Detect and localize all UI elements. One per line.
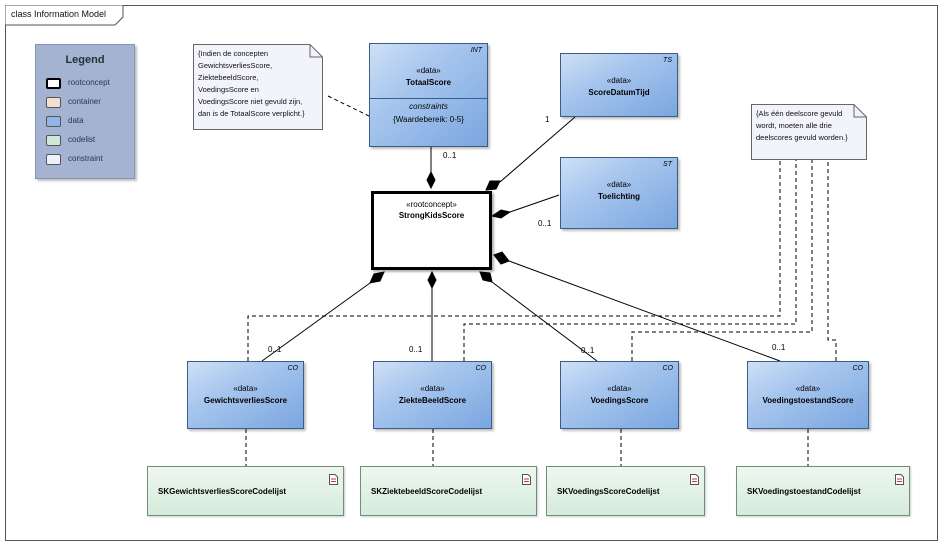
class-toelichting[interactable]: ST «data» Toelichting: [560, 157, 678, 229]
multiplicity-scoredatumtijd: 1: [545, 115, 550, 124]
assoc-scoredatumtijd: [499, 116, 576, 183]
codelist-voedingstoestand[interactable]: SKVoedingstoestandCodelijst: [736, 466, 910, 516]
diamond-ziektebeeld: [427, 270, 437, 290]
class-name: ScoreDatumTijd: [588, 88, 650, 97]
class-stereotype: «data»: [416, 66, 441, 75]
type-tag: CO: [287, 365, 299, 372]
codelist-doc-icon: [895, 474, 904, 485]
note-line: wordt, moeten alle drie: [756, 121, 832, 130]
class-name: ZiekteBeeldScore: [398, 396, 467, 405]
multiplicity-toelichting: 0..1: [538, 219, 552, 228]
class-totaalscore[interactable]: INT «data» TotaalScore constraints {Waar…: [369, 43, 488, 147]
codelist-gewichtsverlies[interactable]: SKGewichtsverliesScoreCodelijst: [147, 466, 344, 516]
codelist-name: SKGewichtsverliesScoreCodelijst: [158, 486, 287, 496]
codelist-doc-icon: [690, 474, 699, 485]
assoc-voedings: [491, 281, 598, 362]
multiplicity-totaalscore: 0..1: [443, 151, 457, 160]
class-stereotype: «data»: [233, 384, 258, 393]
class-voedingsscore[interactable]: CO «data» VoedingsScore: [560, 361, 679, 429]
codelist-name: SKVoedingsScoreCodelijst: [557, 486, 660, 496]
class-stereotype: «rootconcept»: [406, 200, 457, 209]
constraint-link-ziektebeeld: [463, 160, 797, 361]
note-line: {Indien de concepten: [198, 49, 269, 58]
legend-label-container: container: [68, 97, 101, 106]
codelist-name: SKVoedingstoestandCodelijst: [747, 486, 861, 496]
codelist-ziektebeeld[interactable]: SKZiektebeeldScoreCodelijst: [360, 466, 537, 516]
class-name: GewichtsverliesScore: [203, 396, 288, 405]
diamond-scoredatumtijd: [485, 180, 501, 191]
codelist-name: SKZiektebeeldScoreCodelijst: [371, 486, 483, 496]
class-scoredatumtijd[interactable]: TS «data» ScoreDatumTijd: [560, 53, 678, 117]
diamond-gewichtsverlies: [369, 271, 385, 284]
class-name: StrongKidsScore: [398, 211, 465, 220]
legend-label-constraint: constraint: [68, 154, 103, 163]
constraints-header: constraints: [409, 102, 448, 111]
legend-label-codelist: codelist: [68, 135, 96, 144]
constraint-value: {Waardebereik: 0-5}: [393, 115, 464, 124]
type-tag: CO: [475, 365, 487, 372]
note-deelscore-text: {Als één deelscore gevuld wordt, moeten …: [756, 108, 862, 144]
legend-label-rootconcept: rootconcept: [68, 78, 110, 87]
multiplicity-ziektebeeld: 0..1: [409, 345, 423, 354]
legend-swatch-data: [46, 116, 61, 127]
diamond-voedings: [479, 271, 493, 283]
assoc-voedingstoestand: [508, 260, 781, 362]
class-stereotype: «data»: [607, 384, 632, 393]
assoc-toelichting: [509, 194, 560, 213]
legend-title: Legend: [65, 54, 105, 66]
class-name: Toelichting: [597, 192, 641, 201]
constraint-link-voedings: [631, 160, 813, 361]
class-stereotype: «data»: [795, 384, 821, 393]
note-link-totaal: [327, 95, 370, 117]
codelist-doc-icon: [522, 474, 531, 485]
class-name: TotaalScore: [405, 78, 452, 87]
note-line: ZiektebeeldScore,: [198, 73, 259, 82]
multiplicity-gewichtsverlies: 0..1: [268, 345, 282, 354]
legend-label-data: data: [68, 116, 84, 125]
constraint-link-voedingstoestand: [827, 160, 837, 361]
class-name: VoedingstoestandScore: [762, 396, 854, 405]
assoc-gewichtsverlies: [261, 282, 371, 362]
multiplicity-voedings: 0..1: [581, 346, 595, 355]
legend: Legend rootconcept container data codeli…: [35, 44, 135, 179]
diamond-totaalscore: [426, 170, 436, 190]
type-tag: ST: [663, 161, 672, 168]
note-line: dan is de TotaalScore verplicht.}: [198, 109, 305, 118]
class-ziektebeeldscore[interactable]: CO «data» ZiekteBeeldScore: [373, 361, 492, 429]
class-stereotype: «data»: [606, 76, 632, 85]
class-gewichtsverliesscore[interactable]: CO «data» GewichtsverliesScore: [187, 361, 304, 429]
type-tag: TS: [663, 57, 672, 64]
codelist-doc-icon: [329, 474, 338, 485]
legend-swatch-codelist: [46, 135, 61, 146]
class-strongkidsscore[interactable]: «rootconcept» StrongKidsScore: [371, 191, 492, 270]
note-totaalscore[interactable]: {Indien de concepten GewichtsverliesScor…: [193, 44, 323, 130]
legend-swatch-container: [46, 97, 61, 108]
note-line: {Als één deelscore gevuld: [756, 109, 843, 118]
frame-title: class Information Model: [11, 9, 107, 19]
note-line: VoedingsScore en: [198, 85, 259, 94]
class-name: VoedingsScore: [590, 396, 649, 405]
codelist-voedings[interactable]: SKVoedingsScoreCodelijst: [546, 466, 705, 516]
multiplicity-voedingstoestand: 0..1: [772, 343, 786, 352]
legend-swatch-constraint: [46, 154, 61, 165]
diamond-toelichting: [490, 209, 512, 219]
class-stereotype: «data»: [606, 180, 632, 189]
note-line: deelscores gevuld worden.}: [756, 133, 848, 142]
diagram-frame: [5, 5, 938, 541]
type-tag: CO: [662, 365, 674, 372]
note-totaalscore-text: {Indien de concepten GewichtsverliesScor…: [198, 48, 318, 120]
legend-swatch-rootconcept: [46, 78, 61, 89]
compartment-divider: [370, 98, 487, 99]
note-deelscore[interactable]: {Als één deelscore gevuld wordt, moeten …: [751, 104, 867, 160]
constraint-link-gewichtsverlies: [247, 160, 781, 361]
class-stereotype: «data»: [420, 384, 445, 393]
type-tag: INT: [470, 47, 482, 54]
note-line: GewichtsverliesScore,: [198, 61, 273, 70]
type-tag: CO: [852, 365, 864, 372]
note-line: VoedingsScore niet gevuld zijn,: [198, 97, 303, 106]
class-voedingstoestandscore[interactable]: CO «data» VoedingstoestandScore: [747, 361, 869, 429]
diamond-voedingstoestand: [493, 251, 510, 265]
